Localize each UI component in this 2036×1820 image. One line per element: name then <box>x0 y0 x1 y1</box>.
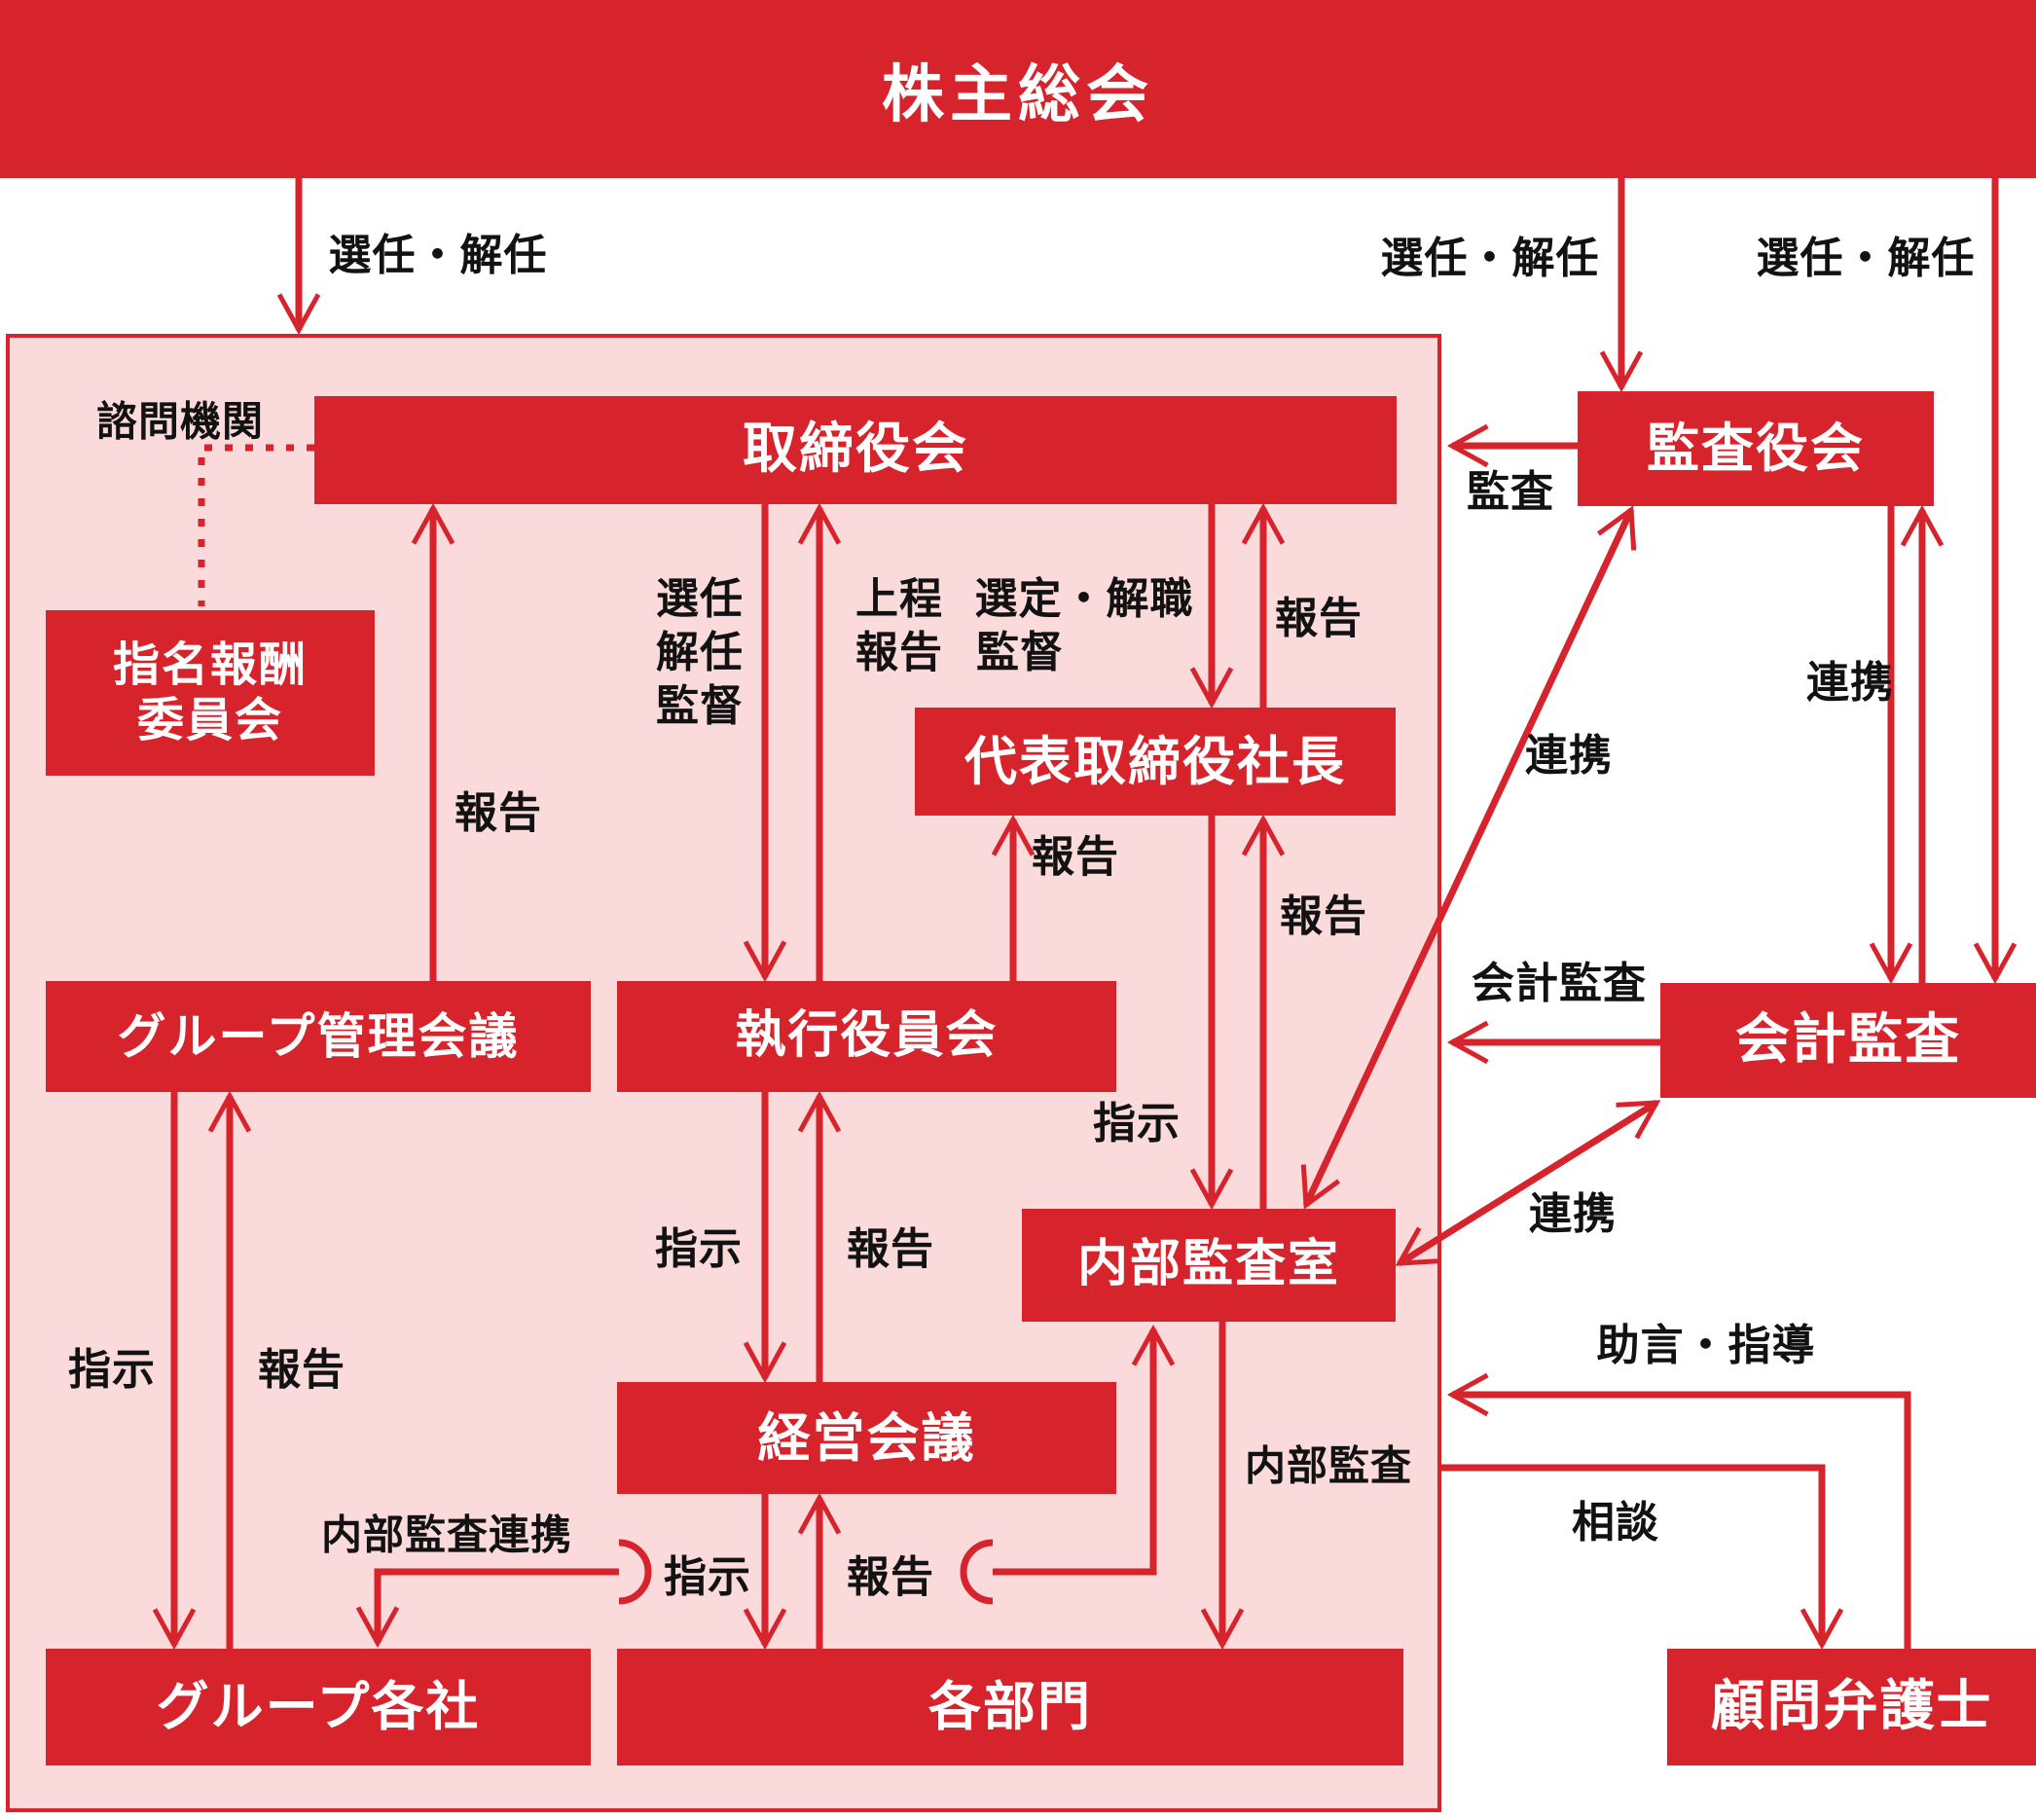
node-legal-advisor: 顧問弁護士 <box>1667 1649 2036 1765</box>
node-group-companies-label: グループ各社 <box>156 1676 481 1738</box>
edge-label-cooperation-auditboard-accounting: 連携 <box>1806 658 1894 708</box>
edge-label-select-remove: 選定・解職 <box>974 574 1194 624</box>
node-internal-audit-office: 内部監査室 <box>1022 1209 1396 1322</box>
edge-label-supervise-exec: 監督 <box>656 681 744 731</box>
connector-internal-coop-left <box>378 1568 619 1643</box>
node-audit-supervisory-board: 監査役会 <box>1578 391 1934 506</box>
node-management-meeting-label: 経営会議 <box>757 1406 976 1469</box>
edge-label-internal-audit: 内部監査 <box>1244 1441 1413 1490</box>
edge-label-dismiss: 解任 <box>656 628 744 677</box>
node-shareholders-meeting-label: 株主総会 <box>882 58 1154 131</box>
edge-label-supervise-president: 監督 <box>976 628 1064 677</box>
edge-label-instruct-president-internal: 指示 <box>1093 1099 1181 1148</box>
edge-label-instruct-exec-mgmt: 指示 <box>655 1224 743 1274</box>
edge-label-elect-dismiss-1: 選任・解任 <box>328 231 548 280</box>
connector-auditboard-internal-diagonal <box>1306 510 1631 1205</box>
edge-label-report-exec-president: 報告 <box>1032 832 1119 882</box>
edge-label-advice-guidance: 助言・指導 <box>1596 1321 1816 1370</box>
node-management-meeting: 経営会議 <box>617 1382 1116 1494</box>
node-representative-director-president: 代表取締役社長 <box>915 708 1396 816</box>
connector-consultation <box>1441 1464 1822 1645</box>
edge-label-appoint: 選任 <box>656 574 744 624</box>
node-accounting-audit: 会計監査 <box>1660 983 2036 1098</box>
node-nomination-line1: 指名報酬 <box>112 637 308 693</box>
node-board-of-directors-label: 取締役会 <box>743 418 968 482</box>
connector-jump-right <box>960 1539 994 1605</box>
edge-label-elect-dismiss-3: 選任・解任 <box>1756 234 1976 283</box>
node-group-companies: グループ各社 <box>46 1649 591 1765</box>
edge-label-report-group: 報告 <box>258 1345 345 1395</box>
connector-jump-left <box>618 1539 652 1605</box>
node-group-management-meeting-label: グループ管理会議 <box>117 1007 520 1065</box>
node-departments-label: 各部門 <box>928 1676 1092 1738</box>
edge-label-instruct-group: 指示 <box>68 1345 156 1395</box>
edge-label-report-exec-board: 報告 <box>855 628 943 677</box>
edge-label-consultation: 相談 <box>1572 1498 1659 1547</box>
connector-internal-coop-right <box>993 1329 1153 1576</box>
edge-label-advisory-body: 諮問機関 <box>95 397 265 446</box>
node-shareholders-meeting: 株主総会 <box>0 0 2036 178</box>
connector-advisory-dotted <box>198 444 314 606</box>
node-president-label: 代表取締役社長 <box>964 730 1346 792</box>
edge-label-instruct-mgmt-dept: 指示 <box>664 1552 751 1602</box>
edge-label-accounting-audit-arrow: 会計監査 <box>1472 959 1647 1008</box>
edge-label-submit: 上程 <box>855 574 943 624</box>
node-departments: 各部門 <box>617 1649 1403 1765</box>
connector-advice-guidance <box>1452 1395 1911 1649</box>
node-internal-audit-office-label: 内部監査室 <box>1076 1235 1340 1294</box>
node-nomination-compensation-committee: 指名報酬 委員会 <box>46 610 375 776</box>
edge-label-cooperation-auditboard-internal: 連携 <box>1525 731 1613 781</box>
node-group-management-meeting: グループ管理会議 <box>46 981 591 1092</box>
edge-label-report-internal-president: 報告 <box>1280 892 1367 941</box>
node-executive-officers-meeting: 執行役員会 <box>617 981 1116 1092</box>
edge-label-internal-audit-cooperation: 内部監査連携 <box>320 1511 573 1559</box>
edge-label-audit: 監査 <box>1467 467 1554 517</box>
edge-label-cooperation-internal-accounting: 連携 <box>1529 1189 1617 1239</box>
node-board-of-directors: 取締役会 <box>314 396 1397 504</box>
edge-label-report-groupmgmt-board: 報告 <box>454 788 542 838</box>
node-executive-officers-meeting-label: 執行役員会 <box>735 1006 999 1066</box>
edge-label-report-president-board: 報告 <box>1275 594 1363 643</box>
node-legal-advisor-label: 顧問弁護士 <box>1710 1674 1993 1738</box>
edge-label-report-mgmt-exec: 報告 <box>847 1224 934 1274</box>
edge-label-elect-dismiss-2: 選任・解任 <box>1380 234 1600 283</box>
node-accounting-audit-label: 会計監査 <box>1735 1007 1961 1072</box>
connector-internal-accounting-diagonal <box>1400 1100 1656 1266</box>
node-audit-supervisory-board-label: 監査役会 <box>1647 418 1865 480</box>
edge-label-report-dept-mgmt: 報告 <box>847 1552 934 1602</box>
node-nomination-line2: 委員会 <box>136 693 283 747</box>
